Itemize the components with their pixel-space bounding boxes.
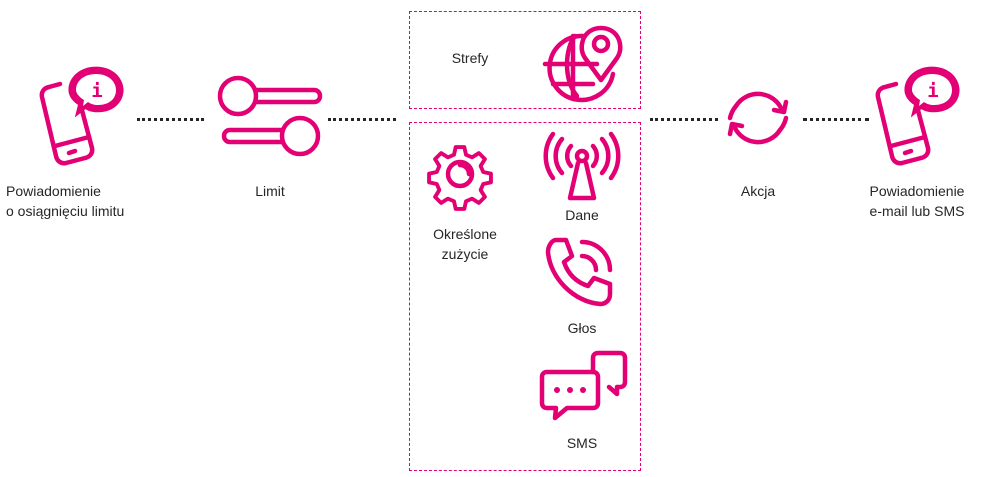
label-data: Dane (565, 207, 599, 223)
connector-action-notification (803, 118, 869, 121)
chat-bubbles-icon (539, 350, 628, 421)
connector-limit-box (328, 118, 396, 121)
globe-pin-icon (542, 25, 623, 103)
phone-info-icon: i (39, 66, 124, 166)
phone-call-icon (545, 237, 613, 307)
connector-notification-limit (137, 118, 204, 121)
label-action: Akcja (740, 183, 776, 199)
label-voice: Głos (567, 320, 597, 336)
label-limit-notification: Powiadomienie o osiągnięciu limitu (6, 183, 125, 219)
label-email-sms-notification: Powiadomienie e-mail lub SMS (869, 183, 965, 219)
info-glyph: i (91, 80, 102, 102)
label-usage: Określone zużycie (433, 226, 497, 262)
label-limit: Limit (255, 183, 285, 199)
refresh-icon (727, 91, 789, 145)
info-glyph: i (927, 80, 938, 102)
antenna-icon (543, 131, 621, 201)
zones-box (409, 11, 641, 109)
connector-box-action (650, 118, 718, 121)
usage-box (409, 122, 641, 471)
gear-icon (427, 145, 493, 211)
label-zones: Strefy (451, 50, 489, 66)
label-sms: SMS (566, 435, 598, 451)
sliders-icon (217, 75, 323, 157)
phone-info-icon: i (875, 66, 960, 166)
